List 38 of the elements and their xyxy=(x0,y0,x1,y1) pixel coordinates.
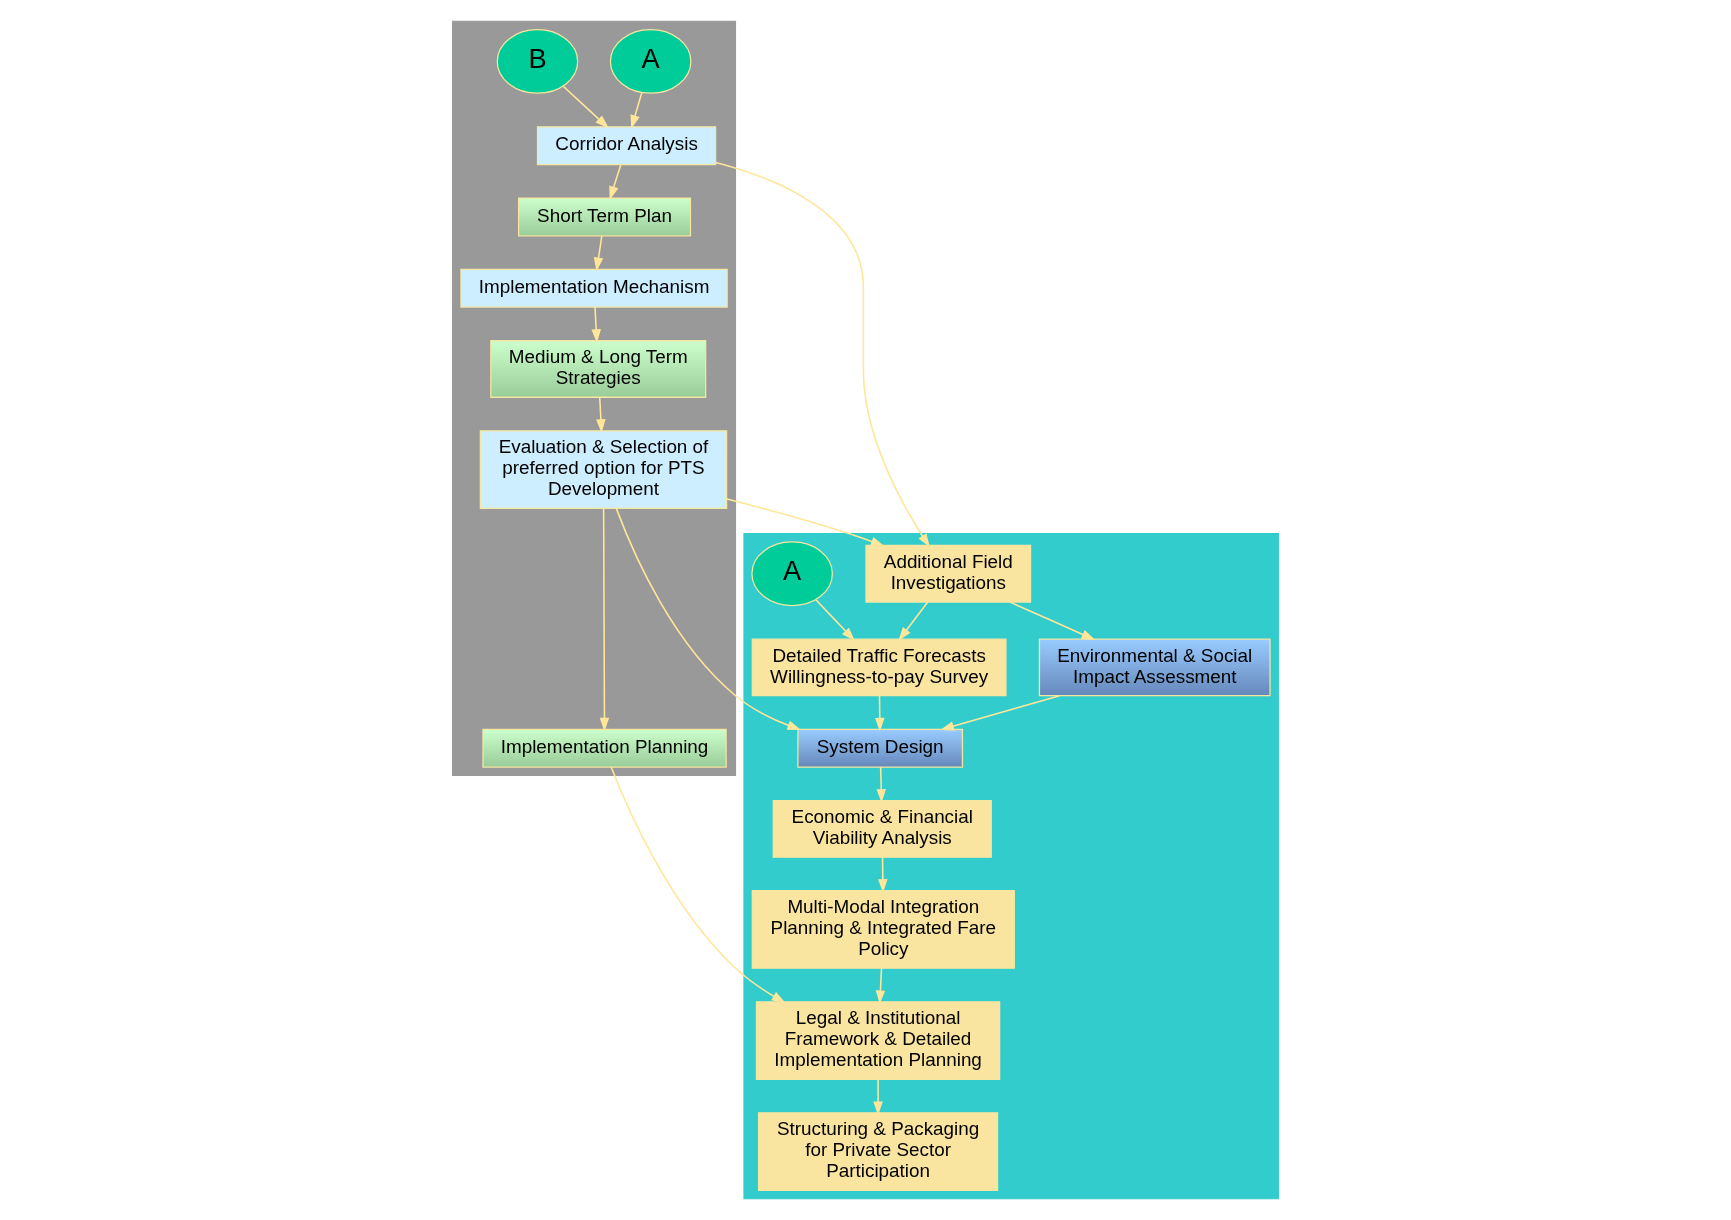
cluster xyxy=(452,20,737,776)
arrow xyxy=(615,507,802,730)
node-box: Environmental & Social Impact Assessment xyxy=(1038,638,1271,697)
arrow xyxy=(610,766,786,1003)
arrow xyxy=(940,694,1061,731)
node-box: Implementation Mechanism xyxy=(460,268,728,308)
node-box: Detailed Traffic Forecasts Willingness-to-pay Survey xyxy=(751,638,1007,697)
arrow xyxy=(878,856,888,893)
arrow xyxy=(876,766,886,803)
arrow xyxy=(609,164,622,200)
node-ellipse: A xyxy=(751,541,833,607)
arrow xyxy=(875,695,885,732)
node-box: Implementation Planning xyxy=(482,728,727,768)
arrow xyxy=(714,161,930,548)
node-box: Legal & Institutional Framework & Detailed Implementation Planning xyxy=(755,1001,1001,1080)
arrow xyxy=(596,396,606,433)
arrow xyxy=(593,235,604,272)
arrow xyxy=(599,507,610,732)
node-box: Medium & Long Term Strategies xyxy=(490,340,707,398)
arrow xyxy=(873,1078,883,1116)
arrow xyxy=(1009,601,1096,640)
arrow xyxy=(815,599,855,641)
node-box: Structuring & Packaging for Private Sector Participation xyxy=(757,1112,999,1192)
node-ellipse: B xyxy=(496,29,579,94)
node-box: System Design xyxy=(797,728,964,768)
node-box: Additional Field Investigations xyxy=(865,544,1032,603)
arrow xyxy=(875,967,886,1005)
arrow xyxy=(591,306,601,343)
arrow xyxy=(726,498,885,547)
node-box: Multi-Modal Integration Planning & Integrated Fare Policy xyxy=(751,890,1015,969)
node-box: Evaluation & Selection of preferred option for PTS Development xyxy=(479,430,728,509)
arrow xyxy=(898,601,929,641)
arrow xyxy=(630,91,643,129)
arrow xyxy=(562,85,609,129)
node-box: Short Term Plan xyxy=(517,197,692,237)
node-ellipse: A xyxy=(609,29,692,94)
node-box: Corridor Analysis xyxy=(536,126,717,166)
node-box: Economic & Financial Viability Analysis xyxy=(772,799,992,858)
